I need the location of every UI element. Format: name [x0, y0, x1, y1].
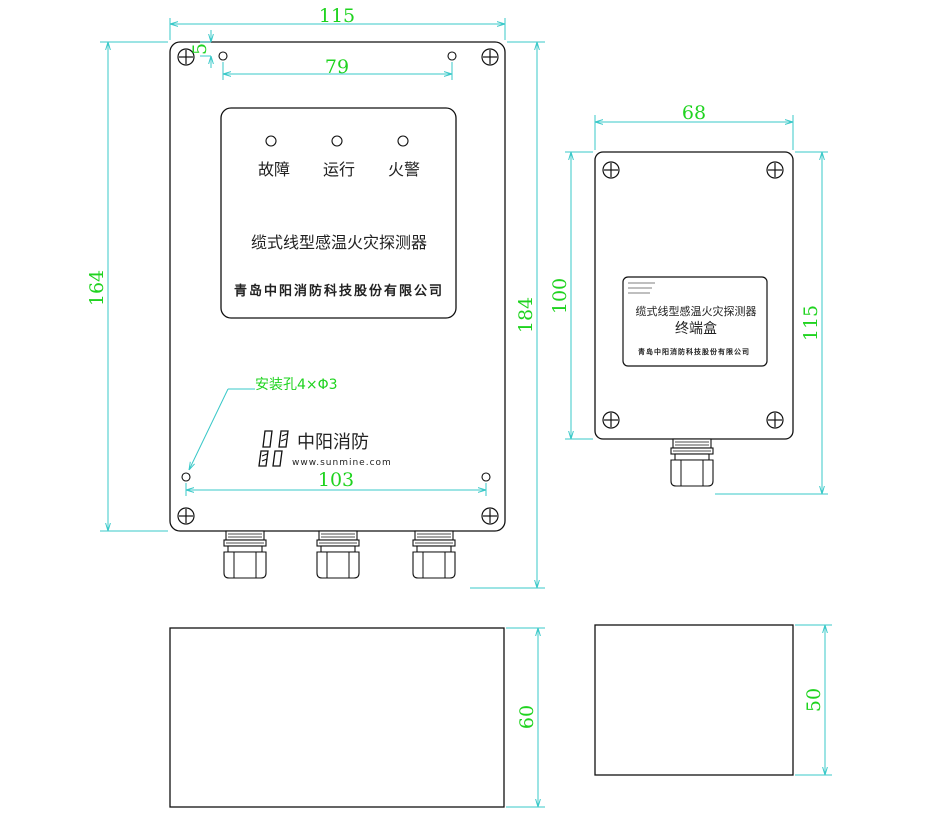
terminal-label-line2: 终端盒 [675, 320, 717, 337]
terminal-box-side-view [594, 624, 794, 776]
terminal-label-line1: 缆式线型感温火灾探测器 [636, 304, 757, 318]
dim-top-width: 115 [319, 5, 355, 27]
logo-text: 中阳消防 [297, 432, 369, 453]
mount-hole [447, 51, 457, 61]
screw-icon [602, 161, 620, 179]
terminal-label-panel [622, 276, 768, 367]
logo-icon [258, 430, 289, 467]
main-unit-front-view: 故障 运行 火警 缆式线型感温火灾探测器 青岛中阳消防科技股份有限公司 中阳消防… [169, 41, 506, 579]
terminal-label-company: 青岛中阳消防科技股份有限公司 [638, 347, 750, 356]
terminal-box-dimensions [565, 115, 828, 495]
mount-holes-label: 安装孔4×Φ3 [255, 377, 338, 393]
cable-gland-icon [316, 530, 360, 579]
led-fault-icon [265, 135, 277, 147]
logo-url: www.sunmine.com [292, 458, 392, 468]
dim-hole-offset: 5 [189, 43, 211, 55]
dim-terminal-height-inner: 100 [549, 278, 571, 314]
dim-terminal-depth: 50 [803, 688, 825, 712]
mount-hole [181, 472, 191, 482]
dim-height-left: 164 [86, 270, 108, 306]
company-name: 青岛中阳消防科技股份有限公司 [234, 283, 444, 299]
main-unit-dimensions [100, 18, 545, 589]
mount-hole [481, 472, 491, 482]
led-label-fault: 故障 [258, 160, 290, 179]
main-unit-side-view [169, 627, 505, 808]
screw-icon [766, 161, 784, 179]
main-unit-side-body [169, 627, 505, 808]
dim-hole-spacing-top: 79 [325, 56, 349, 78]
screw-icon [602, 411, 620, 429]
dim-main-depth: 60 [516, 705, 538, 729]
label-panel [220, 107, 457, 319]
terminal-box-front-view: 缆式线型感温火灾探测器 终端盒 青岛中阳消防科技股份有限公司 [594, 151, 794, 487]
cable-gland-icon [670, 438, 714, 487]
dim-terminal-height-outer: 115 [800, 305, 822, 341]
dim-hole-spacing-bottom: 103 [318, 469, 354, 491]
mount-hole [218, 51, 228, 61]
led-run-icon [331, 135, 343, 147]
side-dimensions [506, 624, 832, 808]
cable-gland-icon [412, 530, 456, 579]
terminal-box-side-body [594, 624, 794, 776]
screw-icon [766, 411, 784, 429]
led-fire-icon [397, 135, 409, 147]
dim-terminal-width: 68 [682, 102, 706, 124]
product-name: 缆式线型感温火灾探测器 [251, 233, 427, 252]
led-label-run: 运行 [323, 160, 355, 179]
screw-icon [481, 48, 499, 66]
screw-icon [481, 507, 499, 525]
led-label-fire: 火警 [388, 160, 420, 179]
dim-height-right: 184 [515, 297, 537, 333]
screw-icon [177, 507, 195, 525]
cable-gland-icon [223, 530, 267, 579]
